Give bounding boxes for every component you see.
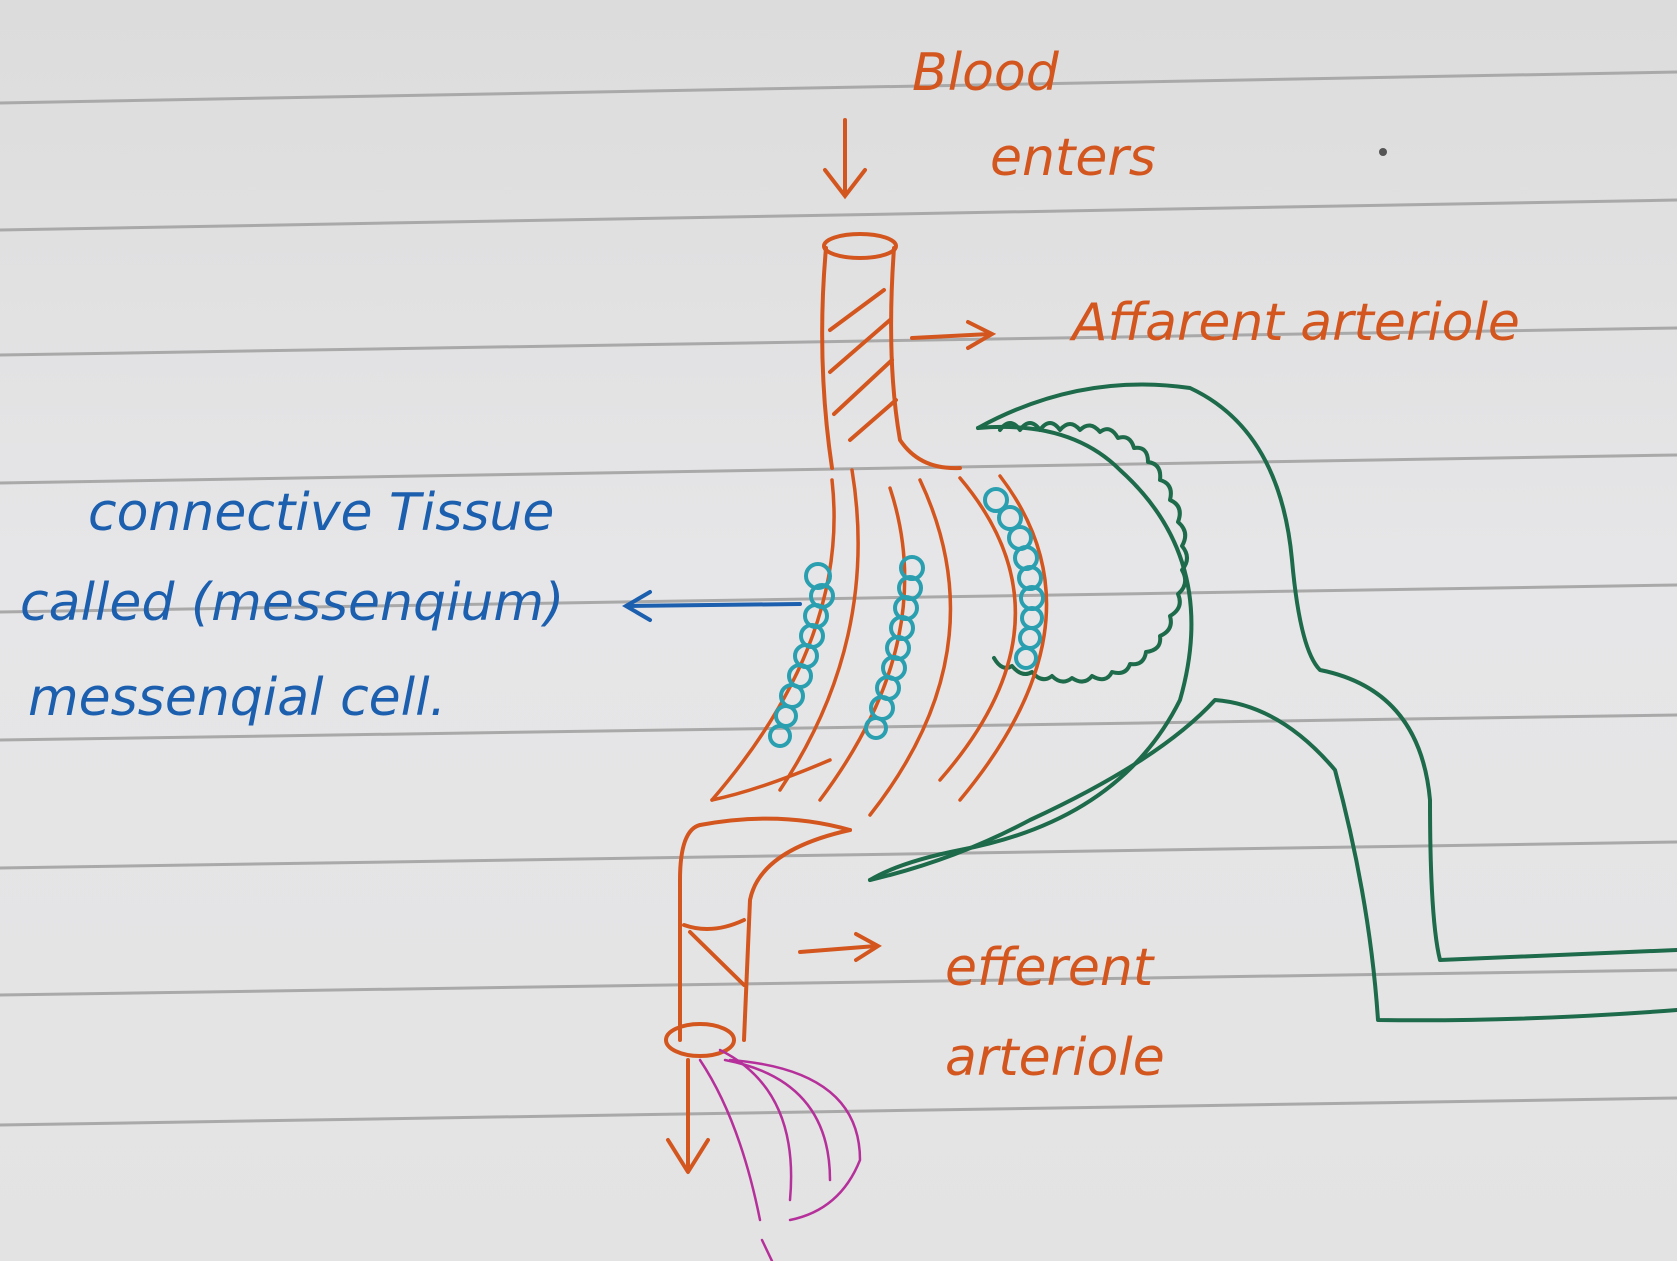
label-afferent-arteriole: Affarent arteriole <box>1069 293 1520 353</box>
glomerular-capillary-loops <box>712 470 1047 815</box>
label-blood: Blood <box>912 43 1060 103</box>
label-mesangial-cell: messenqial cell. <box>28 668 446 728</box>
label-enters: enters <box>990 128 1156 188</box>
peritubular-capillaries <box>700 1050 860 1261</box>
efferent-arteriole-vessel <box>666 819 850 1172</box>
label-connective-tissue: connective Tissue <box>88 483 554 543</box>
blood-enters-arrow <box>825 120 865 196</box>
bowmans-capsule <box>870 384 1677 1020</box>
afferent-arteriole-vessel <box>822 234 960 468</box>
mesangium-pointer-arrow <box>626 592 800 620</box>
ink-dot <box>1379 148 1387 156</box>
afferent-pointer-arrow <box>912 322 992 348</box>
label-efferent-arteriole: arteriole <box>945 1028 1165 1088</box>
label-called-mesangium: called (messenqium) <box>20 573 564 633</box>
label-efferent: efferent <box>945 938 1155 998</box>
efferent-pointer-arrow <box>800 934 878 960</box>
mesangial-cells <box>770 489 1043 746</box>
